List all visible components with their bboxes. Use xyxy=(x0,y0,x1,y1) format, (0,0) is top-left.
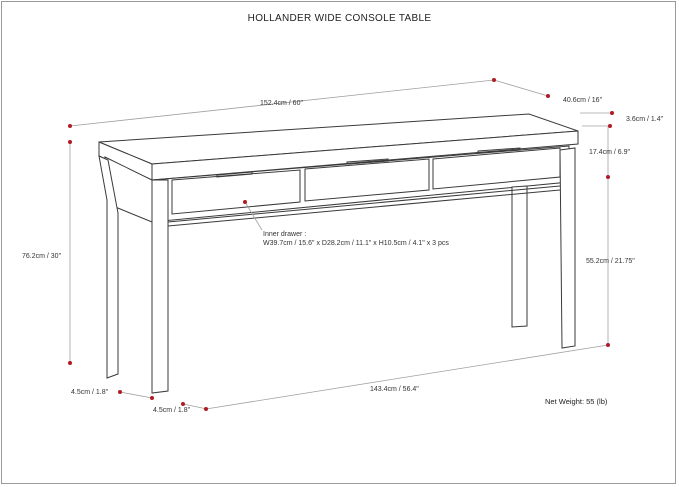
label-total-height: 76.2cm / 30" xyxy=(22,253,62,260)
marker-inner-width-left xyxy=(204,407,208,411)
label-top-thickness: 3.6cm / 1.4" xyxy=(626,116,664,123)
marker-top-thickness-bottom xyxy=(608,124,612,128)
label-width: 152.4cm / 60" xyxy=(260,100,303,107)
marker-top-thickness-top xyxy=(610,111,614,115)
dim-line-depth xyxy=(493,79,549,97)
leg-front-right xyxy=(559,147,576,349)
leader-inner-drawer xyxy=(244,201,263,231)
dim-line-leg-front xyxy=(182,403,208,410)
marker-apron-bottom xyxy=(606,175,610,179)
label-apron-height: 17.4cm / 6.9" xyxy=(589,149,631,156)
label-leg-clearance: 55.2cm / 21.75" xyxy=(586,258,635,265)
inner-drawer-heading: Inner drawer : xyxy=(263,231,307,238)
marker-width-left xyxy=(68,124,72,128)
label-leg-front: 4.5cm / 1.8" xyxy=(153,407,191,414)
marker-leg-side-right xyxy=(150,396,154,400)
marker-leg-clearance-bottom xyxy=(606,343,610,347)
marker-inner-drawer xyxy=(243,200,247,204)
marker-leg-front-left xyxy=(181,402,185,406)
marker-height-bottom xyxy=(68,361,72,365)
drawer-handle-right xyxy=(477,147,521,154)
drawer-handle-middle xyxy=(346,158,389,165)
marker-width-right xyxy=(492,78,496,82)
tabletop-right-edge xyxy=(151,130,579,181)
label-depth: 40.6cm / 16" xyxy=(563,97,603,104)
leg-back-left xyxy=(98,155,119,379)
net-weight: Net Weight: 55 (lb) xyxy=(545,397,608,406)
leg-front-left xyxy=(151,179,169,394)
label-inner-width: 143.4cm / 56.4" xyxy=(370,386,419,393)
drawer-handle-left xyxy=(216,171,253,178)
leg-back-right xyxy=(511,185,528,328)
marker-depth-right xyxy=(546,94,550,98)
drawer-middle xyxy=(304,158,430,202)
label-leg-side: 4.5cm / 1.8" xyxy=(71,389,109,396)
dim-line-leg-side xyxy=(119,391,153,399)
dim-line-width xyxy=(69,79,495,127)
diagram-title: HOLLANDER WIDE CONSOLE TABLE xyxy=(247,13,432,24)
dim-line-inner-width xyxy=(205,344,609,410)
drawer-left xyxy=(171,169,301,215)
marker-height-top xyxy=(68,140,72,144)
marker-leg-side-left xyxy=(118,390,122,394)
inner-drawer-spec: W39.7cm / 15.6" x D28.2cm / 11.1" x H10.… xyxy=(263,240,449,247)
